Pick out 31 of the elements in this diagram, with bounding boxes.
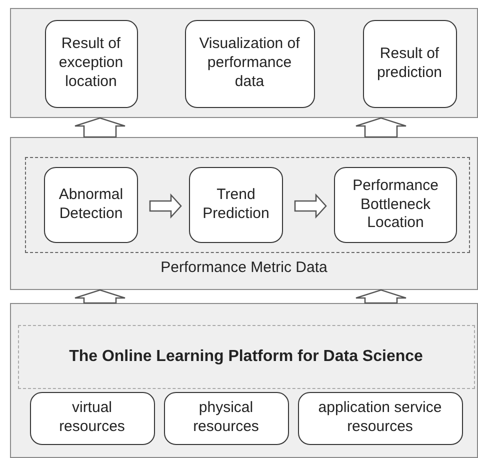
process-box <box>362 20 456 108</box>
group-frame <box>24 156 470 252</box>
process-box <box>44 20 138 108</box>
platform-title: The Online Learning Platform for Data Science <box>69 346 423 366</box>
process-box <box>298 392 462 444</box>
process-box <box>30 392 154 444</box>
layer-panel <box>10 137 478 290</box>
box-label: Trend Prediction <box>202 186 270 224</box>
block-arrow <box>294 193 327 219</box>
box-label: virtual resources <box>58 399 126 437</box>
process-box <box>44 167 138 243</box>
box-label: physical resources <box>192 399 260 437</box>
platform-frame <box>18 324 474 388</box>
box-label: application service resources <box>317 399 443 437</box>
process-box <box>184 20 314 108</box>
layer-panel <box>10 8 478 118</box>
box-label: Performance Bottleneck Location <box>352 176 440 234</box>
layer-panel <box>10 303 478 458</box>
block-arrow <box>355 289 407 304</box>
box-label: Result of exception location <box>58 35 124 92</box>
box-label: Result of prediction <box>376 44 444 82</box>
block-arrow <box>74 117 126 138</box>
box-label: Visualization of performance data <box>198 35 301 92</box>
block-arrow <box>74 289 126 304</box>
process-box <box>164 392 288 444</box>
block-arrow <box>355 117 407 138</box>
box-label: Abnormal Detection <box>58 186 124 224</box>
process-box <box>334 167 457 243</box>
process-box <box>189 167 283 243</box>
block-arrow <box>149 193 182 219</box>
layer-label: Performance Metric Data <box>160 259 328 278</box>
